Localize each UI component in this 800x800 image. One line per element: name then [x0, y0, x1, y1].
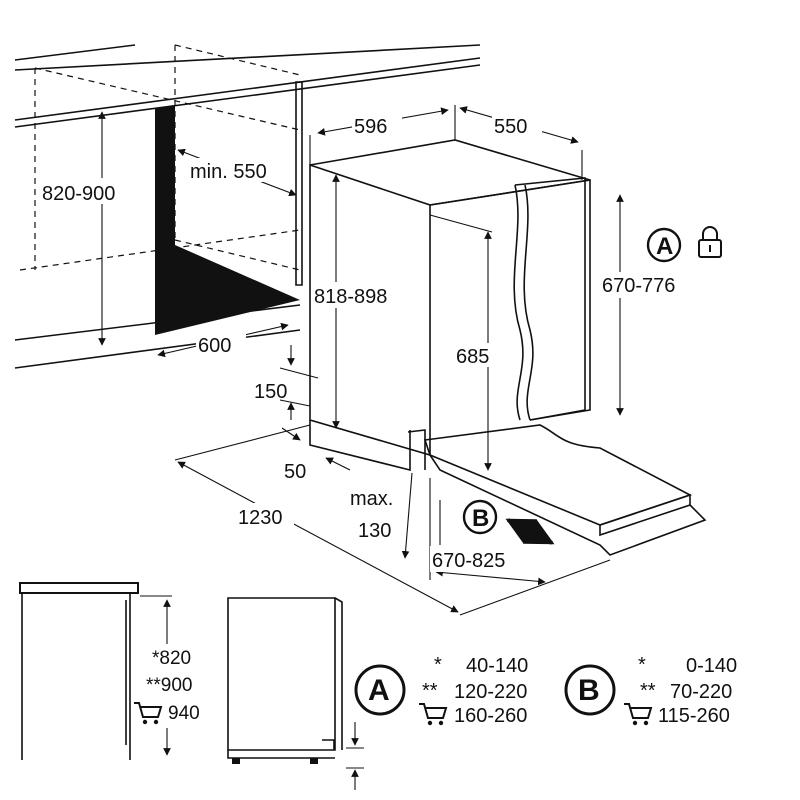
- height-940: 940: [168, 703, 200, 724]
- marker-a-circle: [646, 227, 682, 263]
- niche-side-wall: [155, 105, 300, 335]
- plinth-gap-label: 150: [254, 381, 287, 403]
- cart-icon-a: [418, 703, 447, 727]
- length-arrow: [177, 461, 459, 613]
- door-height-label: 670-776: [602, 275, 675, 297]
- max-value: 130: [358, 520, 391, 542]
- table-b-value-3: 115-260: [658, 705, 730, 727]
- table-b: B * 0-140 ** 70-220 115-260: [564, 654, 737, 727]
- plinth-offset-arrow-2: [325, 457, 351, 471]
- niche-outline: [19, 44, 301, 271]
- countertop: [14, 44, 481, 369]
- table-b-label: B: [578, 674, 600, 707]
- door-range-arrow: [435, 568, 546, 586]
- table-b-mark-2: **: [640, 680, 656, 702]
- niche-width-label: 600: [198, 335, 231, 357]
- door-travel-arrow: [505, 518, 555, 545]
- table-a-value-2: 120-220: [454, 681, 527, 703]
- table-a-value-3: 160-260: [454, 705, 527, 727]
- length-label: 1230: [238, 507, 283, 529]
- side-view-dishwasher: [227, 597, 343, 764]
- marker-b-circle: [462, 499, 498, 535]
- table-b-circle: [564, 664, 616, 716]
- door-to-plinth-label: 685: [456, 346, 489, 368]
- table-b-value-2: 70-220: [670, 681, 732, 703]
- max-arrow: [401, 472, 413, 559]
- lock-icon: [698, 226, 722, 258]
- table-a-value-1: 40-140: [466, 655, 528, 677]
- table-b-mark-1: *: [638, 654, 646, 676]
- niche-height-label: 820-900: [42, 183, 115, 205]
- depth-label: 550: [494, 116, 527, 138]
- height-label: 818-898: [314, 286, 387, 308]
- plinth-offset-arrow: [281, 427, 301, 441]
- table-a-mark-2: **: [422, 680, 438, 702]
- table-b-value-1: 0-140: [686, 655, 737, 677]
- side-view-niche: [19, 582, 139, 760]
- table-a-mark-1: *: [434, 654, 442, 676]
- table-a: A * 40-140 ** 120-220 160-260: [354, 654, 528, 727]
- max-label: max.: [350, 488, 393, 510]
- min-depth-label: min. 550: [190, 161, 267, 183]
- door-range-label: 670-825: [432, 550, 505, 572]
- marker-b-label: B: [472, 505, 489, 532]
- table-a-label: A: [368, 674, 390, 707]
- height-820: *820: [152, 648, 191, 669]
- cart-icon-b: [623, 703, 652, 727]
- height-900: **900: [146, 675, 193, 696]
- marker-a-label: A: [656, 233, 673, 260]
- table-a-circle: [354, 664, 406, 716]
- width-label: 596: [354, 116, 387, 138]
- side-panel: [295, 81, 303, 286]
- plinth-offset-label: 50: [284, 461, 306, 483]
